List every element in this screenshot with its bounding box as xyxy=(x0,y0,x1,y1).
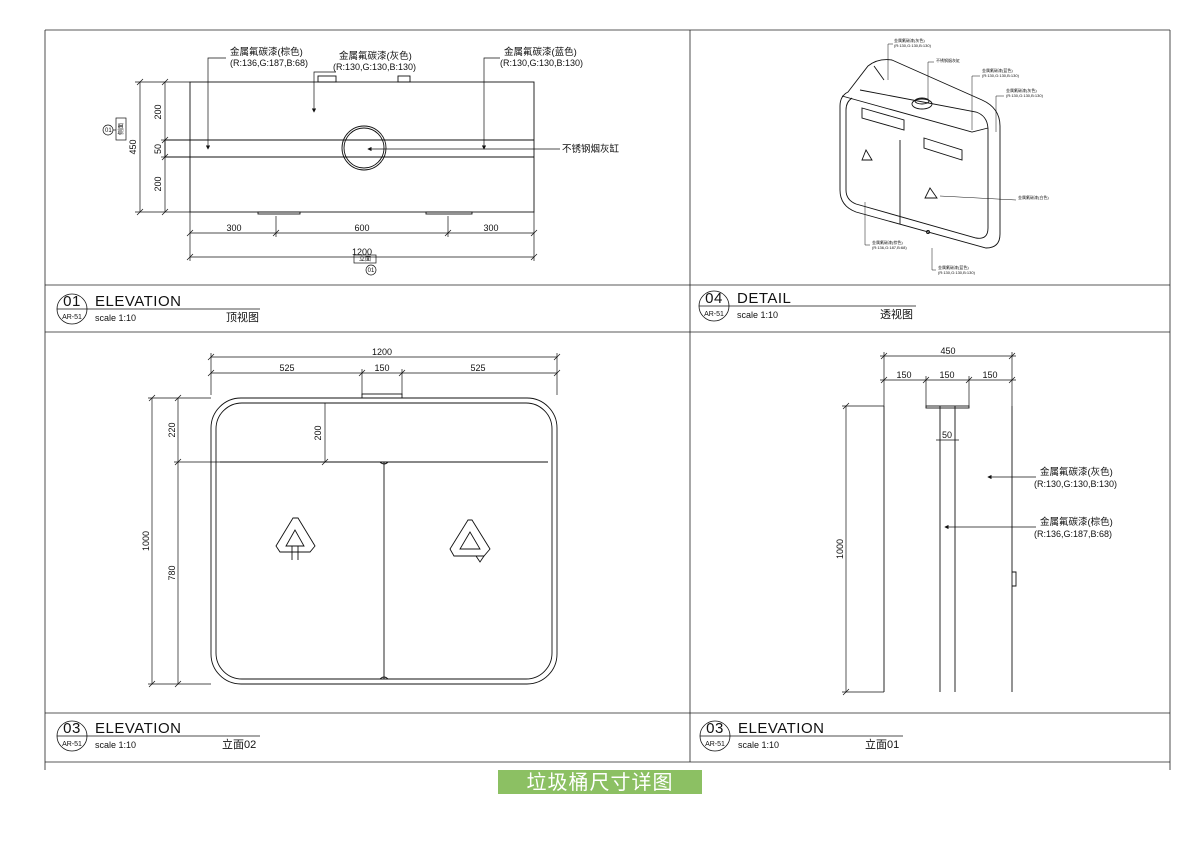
front-marker-label: 立面 xyxy=(359,255,371,263)
top-view-horizontal-dims xyxy=(186,212,538,261)
titleblock-01-number: 01 xyxy=(63,293,81,310)
titleblock-04-caption: 透视图 xyxy=(880,307,913,321)
label-blue-rgb: (R:130,G:130,B:130) xyxy=(500,58,583,68)
dim-h-150-a: 150 xyxy=(896,370,911,380)
titleblock-01-ref: AR-51 xyxy=(62,314,82,321)
dim-h-150: 150 xyxy=(374,363,389,373)
dim-h-600: 600 xyxy=(354,223,369,233)
recycle-symbol-right xyxy=(449,519,491,557)
tiny-label-11: (R:130,G:130,B:130) xyxy=(938,270,976,275)
tiny-label-3: 金属氟碳漆(蓝色) xyxy=(982,67,1013,73)
label-gray-rgb: (R:130,G:130,B:130) xyxy=(333,62,416,72)
perspective-drawing xyxy=(839,59,1001,249)
elevation-01-drawing xyxy=(883,405,1017,692)
dim-v-1000-side: 1000 xyxy=(835,539,845,559)
dim-v-200-top: 200 xyxy=(153,104,163,119)
dim-h-1200-top: 1200 xyxy=(372,347,392,357)
label-ashtray: 不锈钢烟灰缸 xyxy=(562,143,620,155)
front-marker-num: 01 xyxy=(368,268,375,274)
titleblock-01-scale: scale 1:10 xyxy=(95,313,136,323)
titleblock-04-ref: AR-51 xyxy=(704,311,724,318)
dim-h-450: 450 xyxy=(940,346,955,356)
side-view-marker xyxy=(102,117,127,141)
label-gray-paint-side: 金属氟碳漆(灰色) xyxy=(1040,466,1113,478)
label-brown-paint: 金属氟碳漆(棕色) xyxy=(230,46,303,58)
tiny-label-7: 金属氟碳漆(白色) xyxy=(1018,194,1049,200)
tiny-label-4: (R:130,G:130,B:130) xyxy=(982,73,1020,78)
elevation-02-drawing xyxy=(210,393,558,685)
front-view-marker xyxy=(353,254,377,276)
recycle-symbol-left xyxy=(275,517,316,553)
elevation-01-leaders xyxy=(944,474,1036,530)
elevation-01-dims xyxy=(842,352,1016,696)
side-marker-label: 侧面 xyxy=(117,123,125,135)
dim-h-300-left: 300 xyxy=(226,223,241,233)
tiny-label-8: 金属氟碳漆(棕色) xyxy=(872,239,903,245)
dim-h-525-right: 525 xyxy=(470,363,485,373)
dim-h-150-c: 150 xyxy=(982,370,997,380)
dim-v-200-bottom: 200 xyxy=(153,176,163,191)
perspective-leaders xyxy=(864,43,1017,271)
tiny-label-1: (R:130,G:130,B:130) xyxy=(894,43,932,48)
dim-h-300-right: 300 xyxy=(483,223,498,233)
titleblock-01-title: ELEVATION xyxy=(95,293,181,310)
tiny-label-0: 金属氟碳漆(灰色) xyxy=(894,37,925,43)
dim-h-525-left: 525 xyxy=(279,363,294,373)
titleblock-03b-scale: scale 1:10 xyxy=(738,740,779,750)
titleblock-03a: 03 AR-51 ELEVATION scale 1:10 立面02 xyxy=(56,720,260,752)
dim-v-1000: 1000 xyxy=(141,531,151,551)
dim-h-1200: 1200 xyxy=(352,247,372,257)
tiny-label-6: (R:130,G:130,B:130) xyxy=(1006,93,1044,98)
dim-v-780: 780 xyxy=(167,565,177,580)
tiny-label-9: (R:136,G:187,B:68) xyxy=(872,245,907,250)
panel-01-top-view: 金属氟碳漆(棕色) (R:136,G:187,B:68) 金属氟碳漆(灰色) (… xyxy=(102,46,620,276)
tiny-label-5: 金属氟碳漆(灰色) xyxy=(1006,87,1037,93)
top-view-vertical-dims xyxy=(135,78,190,216)
dim-v-200: 200 xyxy=(313,425,323,440)
dim-h-50: 50 xyxy=(942,430,952,440)
panel-03-elevation-01: 450 150 150 150 50 1000 金属氟碳漆(灰色) (R:130… xyxy=(835,346,1117,696)
titleblock-04-title: DETAIL xyxy=(737,290,791,307)
dim-v-450: 450 xyxy=(128,139,138,154)
titleblock-03b-number: 03 xyxy=(706,720,724,737)
titleblock-03a-number: 03 xyxy=(63,720,81,737)
sheet-frame xyxy=(44,29,1171,770)
dim-h-150-b: 150 xyxy=(939,370,954,380)
titleblock-03b-ref: AR-51 xyxy=(705,741,725,748)
tiny-label-2: 不锈钢烟灰缸 xyxy=(936,57,960,63)
top-view-drawing xyxy=(164,75,535,215)
titleblock-01-caption: 顶视图 xyxy=(226,310,259,324)
dim-v-50: 50 xyxy=(153,144,163,154)
label-blue-paint: 金属氟碳漆(蓝色) xyxy=(504,46,577,58)
label-gray-paint: 金属氟碳漆(灰色) xyxy=(339,50,412,62)
top-view-leaders xyxy=(205,57,560,152)
panel-04-perspective: 金属氟碳漆(灰色) (R:130,G:130,B:130) 不锈钢烟灰缸 金属氟… xyxy=(839,37,1049,275)
dim-v-220: 220 xyxy=(167,422,177,437)
titleblock-03b-title: ELEVATION xyxy=(738,720,824,737)
titleblock-04: 04 AR-51 DETAIL scale 1:10 透视图 xyxy=(698,290,916,322)
label-brown-rgb: (R:136,G:187,B:68) xyxy=(230,58,308,68)
label-brown-paint-side: 金属氟碳漆(棕色) xyxy=(1040,516,1113,528)
tiny-label-10: 金属氟碳漆(蓝色) xyxy=(938,264,969,270)
elevation-02-dims xyxy=(148,353,561,688)
titleblock-03a-scale: scale 1:10 xyxy=(95,740,136,750)
titleblock-03b-caption: 立面01 xyxy=(865,737,899,751)
titleblock-04-scale: scale 1:10 xyxy=(737,310,778,320)
titleblock-03b: 03 AR-51 ELEVATION scale 1:10 立面01 xyxy=(699,720,903,752)
side-marker-num: 01 xyxy=(105,128,112,134)
sheet-title-banner: 垃圾桶尺寸详图 xyxy=(498,770,702,794)
label-brown-rgb-side: (R:136,G:187,B:68) xyxy=(1034,529,1112,539)
titleblock-03a-title: ELEVATION xyxy=(95,720,181,737)
ashtray-circle xyxy=(341,125,387,171)
titleblock-03a-caption: 立面02 xyxy=(222,737,256,751)
label-gray-rgb-side: (R:130,G:130,B:130) xyxy=(1034,479,1117,489)
titleblock-01: 01 AR-51 ELEVATION scale 1:10 顶视图 xyxy=(56,293,260,325)
panel-03-elevation-02: 1200 525 150 525 220 200 1000 780 xyxy=(141,347,561,688)
titleblock-03a-ref: AR-51 xyxy=(62,741,82,748)
titleblock-04-number: 04 xyxy=(705,290,723,307)
